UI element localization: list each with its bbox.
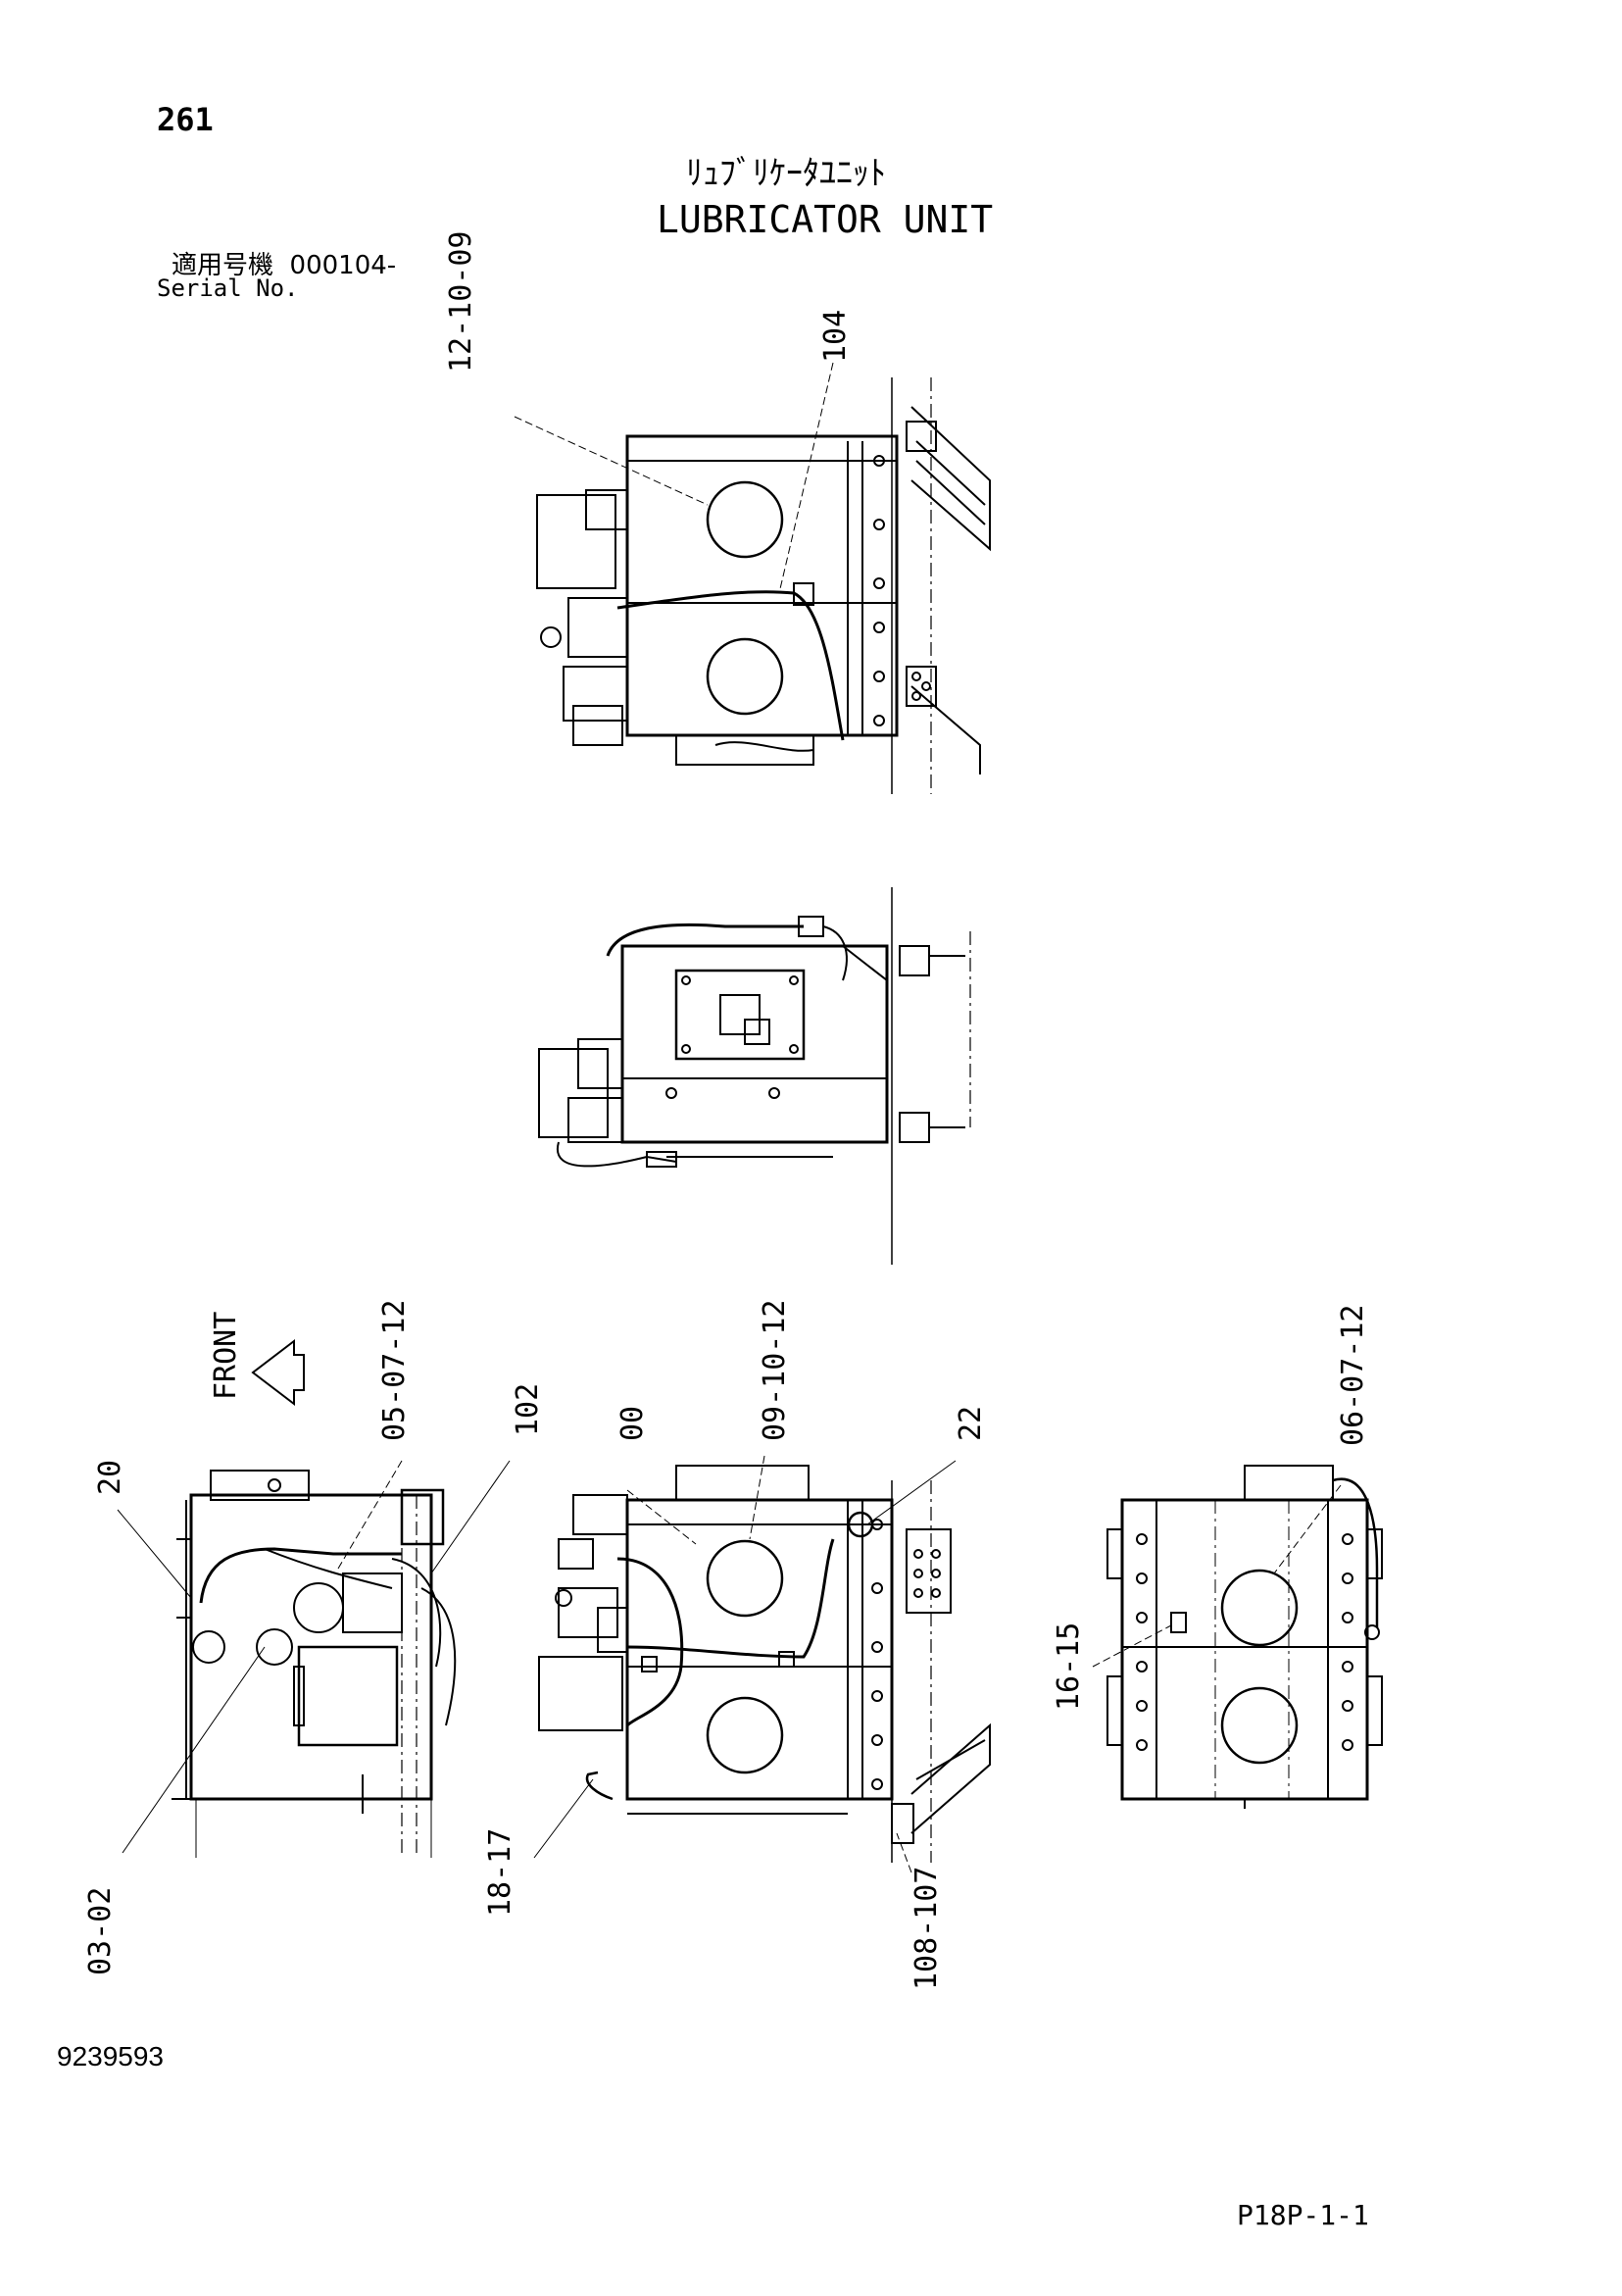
label-20: 20: [93, 1460, 127, 1495]
label-front: FRONT: [209, 1312, 243, 1400]
serial-line: 適用号機 000104-: [172, 253, 396, 278]
label-00: 00: [615, 1406, 650, 1441]
title-english: LUBRICATOR UNIT: [657, 198, 994, 241]
label-12-10-09: 12-10-09: [444, 231, 478, 374]
label-16-15: 16-15: [1052, 1622, 1086, 1711]
serial-value: 000104-: [289, 251, 397, 280]
label-104: 104: [818, 310, 853, 363]
label-05-07-12: 05-07-12: [377, 1300, 412, 1442]
title-japanese: ﾘｭﾌﾞﾘｹｰﾀﾕﾆｯﾄ: [686, 154, 886, 193]
label-06-07-12: 06-07-12: [1336, 1305, 1370, 1447]
label-18-17: 18-17: [483, 1828, 517, 1917]
sheet-number: P18P-1-1: [1237, 2199, 1369, 2231]
page-number: 261: [157, 101, 214, 138]
front-arrow: FRONT: [209, 1312, 305, 1407]
label-108-107: 108-107: [909, 1867, 944, 1990]
document-number: 9239593: [57, 2041, 165, 2071]
label-09-10-12: 09-10-12: [758, 1300, 792, 1442]
label-102: 102: [511, 1383, 545, 1436]
serial-label-jp: 適用号機: [172, 251, 274, 280]
view-top: 12-10-09 104: [444, 231, 991, 794]
label-03-02: 03-02: [83, 1887, 118, 1975]
view-middle: [538, 887, 971, 1265]
view-bottom-right: 06-07-12 16-15: [1052, 1305, 1383, 1809]
serial-label-en: Serial No.: [157, 275, 299, 302]
view-bottom-left: 20 05-07-12 102 03-02: [83, 1300, 545, 1976]
label-22: 22: [954, 1406, 988, 1441]
view-bottom-middle: 00 09-10-12 22 18-17 108-107: [483, 1300, 991, 1990]
